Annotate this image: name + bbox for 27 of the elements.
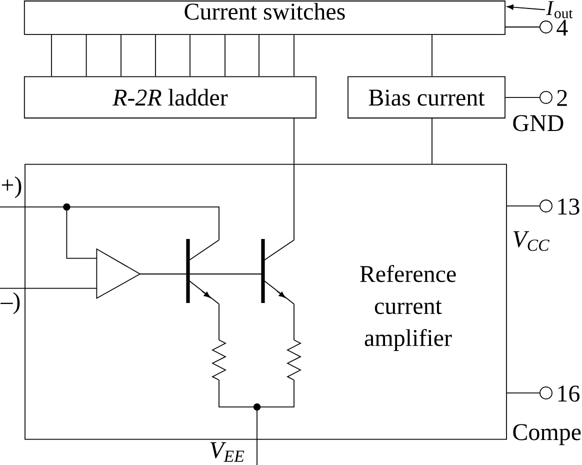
pin-label: V$_{CC}$	[513, 231, 550, 251]
pin-number: 4	[556, 20, 568, 36]
block-box: R-2R ladder	[24, 76, 316, 118]
arrow	[506, 4, 546, 10]
terminal-circle	[540, 90, 552, 104]
connector	[51, 34, 52, 77]
block-box: Current switches	[24, 0, 506, 35]
current-label: I$_{out}$	[546, 1, 573, 18]
connector	[155, 34, 156, 77]
connector	[505, 96, 540, 98]
terminal-circle	[540, 386, 552, 400]
block-box: Reference current amplifier	[24, 164, 507, 440]
connector	[120, 34, 122, 77]
pin-number: 16	[558, 386, 580, 402]
terminal-circle	[540, 200, 552, 212]
pin-label: +)	[2, 176, 22, 198]
connector	[224, 34, 226, 77]
pin-label: GND	[513, 115, 564, 132]
pin-label: Compe	[513, 424, 581, 446]
pin-number: 2	[557, 90, 567, 106]
connector	[86, 34, 87, 77]
block-box: Bias current	[348, 76, 506, 118]
connector	[506, 392, 540, 394]
connector	[505, 26, 540, 28]
pin-number: 13	[558, 198, 580, 215]
connector	[258, 34, 260, 77]
terminal-circle	[540, 20, 552, 34]
